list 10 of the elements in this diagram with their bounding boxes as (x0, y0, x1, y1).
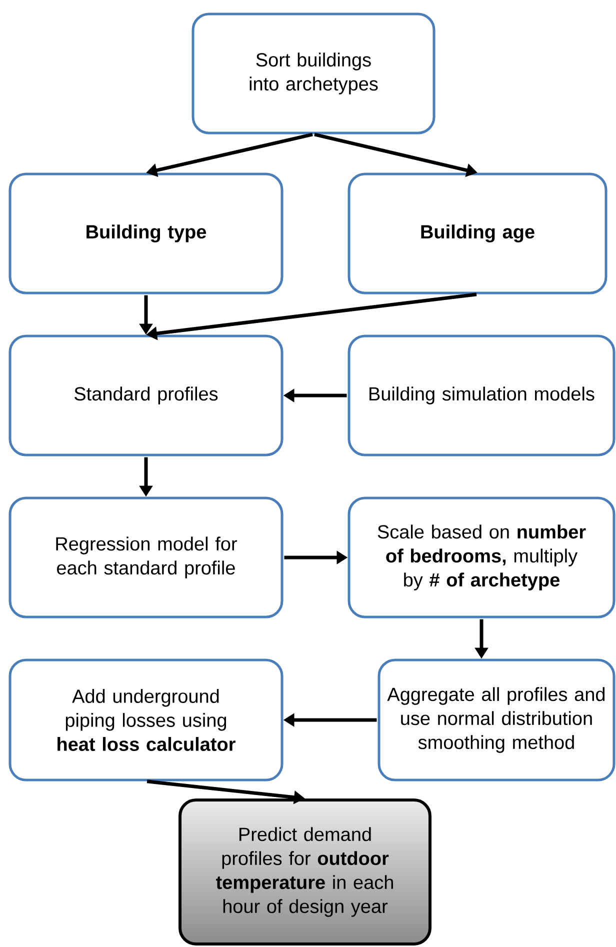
process-box: Aggregate all profiles and use normal distribution smoothing method (378, 658, 616, 782)
result-box: Predict demand profiles for outdoor temperature in each hour of design year (178, 798, 432, 946)
process-box: Sort buildings into archetypes (192, 12, 436, 134)
process-box: Regression model for each standard profile (8, 496, 284, 618)
process-box: Building simulation models (348, 334, 616, 456)
process-box: Scale based on number of bedrooms, multiply by # of archetype (348, 496, 616, 618)
process-box: Standard profiles (8, 334, 284, 456)
process-box: Building age (348, 172, 608, 294)
process-box: Add underground piping losses using heat loss calculator (8, 658, 284, 782)
process-box: Building type (8, 172, 284, 294)
